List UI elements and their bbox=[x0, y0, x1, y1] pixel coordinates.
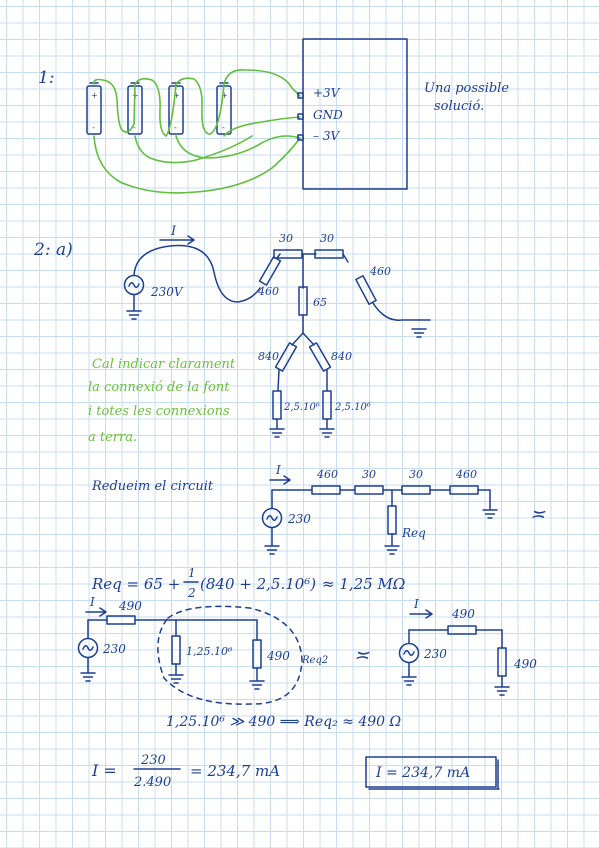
req2-label: Req2 bbox=[301, 655, 328, 666]
resistor-460-left bbox=[258, 256, 282, 286]
circuit-reduced: I 230 460 30 30 460 Req bbox=[261, 463, 498, 555]
power-supply-box: +3V GND – 3V bbox=[297, 38, 408, 190]
r-series-label-3: 490 bbox=[118, 599, 142, 613]
battery-3: + - bbox=[168, 82, 184, 135]
battery-plus-sign: + bbox=[221, 91, 228, 100]
battery-minus-sign: - bbox=[92, 123, 95, 132]
req-frac-den: 2 bbox=[187, 586, 196, 600]
note-line-2: solució. bbox=[434, 99, 484, 114]
r-65-label: 65 bbox=[313, 296, 327, 309]
pin-minus-3v: – 3V bbox=[313, 129, 340, 143]
req-paren: (840 + 2,5.10⁶) bbox=[200, 575, 316, 593]
green-note: Cal indicar clarament la connexió de la … bbox=[88, 357, 236, 445]
battery-minus-sign: - bbox=[133, 123, 136, 132]
pin-plus-3v: +3V bbox=[313, 86, 341, 100]
current-label-4: I bbox=[413, 597, 419, 611]
current-label: I bbox=[170, 224, 177, 239]
r-down-label-4: 490 bbox=[513, 657, 537, 671]
resistor-big-left bbox=[272, 390, 282, 420]
r-840-left-label: 840 bbox=[258, 350, 279, 363]
resistor-840-right bbox=[308, 342, 332, 372]
r-parallel-a-label: 1,25.10⁶ bbox=[186, 645, 233, 658]
green-wiring bbox=[93, 68, 301, 194]
green-note-line-1: Cal indicar clarament bbox=[92, 357, 236, 372]
req-equation: Req = 65 + 1 2 (840 + 2,5.10⁶) ≈ 1,25 MΩ bbox=[91, 566, 405, 600]
r-big-left-label: 2,5.10⁶ bbox=[283, 402, 320, 413]
r-30-left-label: 30 bbox=[279, 232, 293, 245]
source-value-4: 230 bbox=[423, 647, 447, 661]
part2-label: 2: a) bbox=[33, 240, 73, 260]
battery-4: + - bbox=[216, 82, 232, 135]
final-num: 230 bbox=[140, 753, 166, 768]
battery-plus-sign: + bbox=[173, 91, 180, 100]
req2-dashed-outline bbox=[157, 605, 303, 705]
current-label-3: I bbox=[89, 595, 95, 609]
green-note-line-4: a terra. bbox=[88, 430, 137, 445]
pin-gnd: GND bbox=[313, 108, 343, 122]
note-line-1: Una possible bbox=[424, 81, 509, 96]
answer-box bbox=[365, 756, 497, 788]
r1-label: 460 bbox=[316, 468, 338, 481]
req-label: Req bbox=[401, 526, 426, 540]
battery-minus-sign: - bbox=[174, 123, 177, 132]
r4-label: 460 bbox=[455, 468, 477, 481]
circuit-2a: 230V I 460 30 30 460 65 840 840 2,5.10⁶ bbox=[123, 224, 431, 438]
r-big-right-label: 2,5.10⁶ bbox=[334, 402, 371, 413]
final-rhs: = 234,7 mA bbox=[190, 762, 280, 780]
req-rhs: ≈ 1,25 MΩ bbox=[322, 575, 405, 593]
boxed-answer: I = 234,7 mA bbox=[375, 765, 470, 781]
equivalence-symbol-2: ≍ bbox=[354, 645, 370, 666]
r-840-right-label: 840 bbox=[331, 350, 352, 363]
r2-label: 30 bbox=[362, 468, 376, 481]
source-voltage: 230V bbox=[150, 285, 184, 299]
resistor-30-right bbox=[314, 249, 344, 259]
req-lhs: Req = 65 + bbox=[91, 575, 180, 593]
battery-minus-sign: - bbox=[222, 123, 225, 132]
final-den: 2.490 bbox=[133, 775, 171, 790]
equivalence-symbol-1: ≍ bbox=[530, 504, 546, 525]
reduce-title: Redueim el circuit bbox=[91, 479, 214, 494]
final-result: I = 230 2.490 = 234,7 mA I = 234,7 mA bbox=[91, 753, 500, 790]
green-note-line-2: la connexió de la font bbox=[88, 380, 230, 395]
battery-plus-sign: + bbox=[91, 91, 98, 100]
final-lhs: I = bbox=[91, 761, 117, 780]
resistor-460-right bbox=[355, 275, 377, 305]
r-30-right-label: 30 bbox=[320, 232, 334, 245]
r-parallel-b-label: 490 bbox=[266, 649, 290, 663]
ground-icon bbox=[126, 310, 142, 320]
current-label-2: I bbox=[275, 463, 281, 477]
inequality-line: 1,25.10⁶ ≫ 490 ⟹ Req₂ ≈ 490 Ω bbox=[166, 714, 402, 730]
part1-label: 1: bbox=[38, 68, 55, 88]
source-value-2: 230 bbox=[287, 512, 311, 526]
r-460-left-label: 460 bbox=[257, 285, 279, 298]
green-note-line-3: i totes les connexions bbox=[88, 404, 230, 419]
req-frac-num: 1 bbox=[188, 566, 196, 580]
resistor-65 bbox=[298, 286, 308, 316]
battery-1: + - bbox=[86, 82, 102, 135]
r-460-right-label: 460 bbox=[369, 265, 391, 278]
source-value-3: 230 bbox=[102, 642, 126, 656]
ac-source-icon bbox=[123, 274, 145, 296]
r3-label: 30 bbox=[409, 468, 423, 481]
resistor-big-right bbox=[322, 390, 332, 420]
circuit-3: I 490 230 1,25.10⁶ 490 Req2 bbox=[77, 595, 328, 705]
r-series-label-4: 490 bbox=[451, 607, 475, 621]
circuit-4: I 490 230 490 bbox=[398, 597, 537, 696]
